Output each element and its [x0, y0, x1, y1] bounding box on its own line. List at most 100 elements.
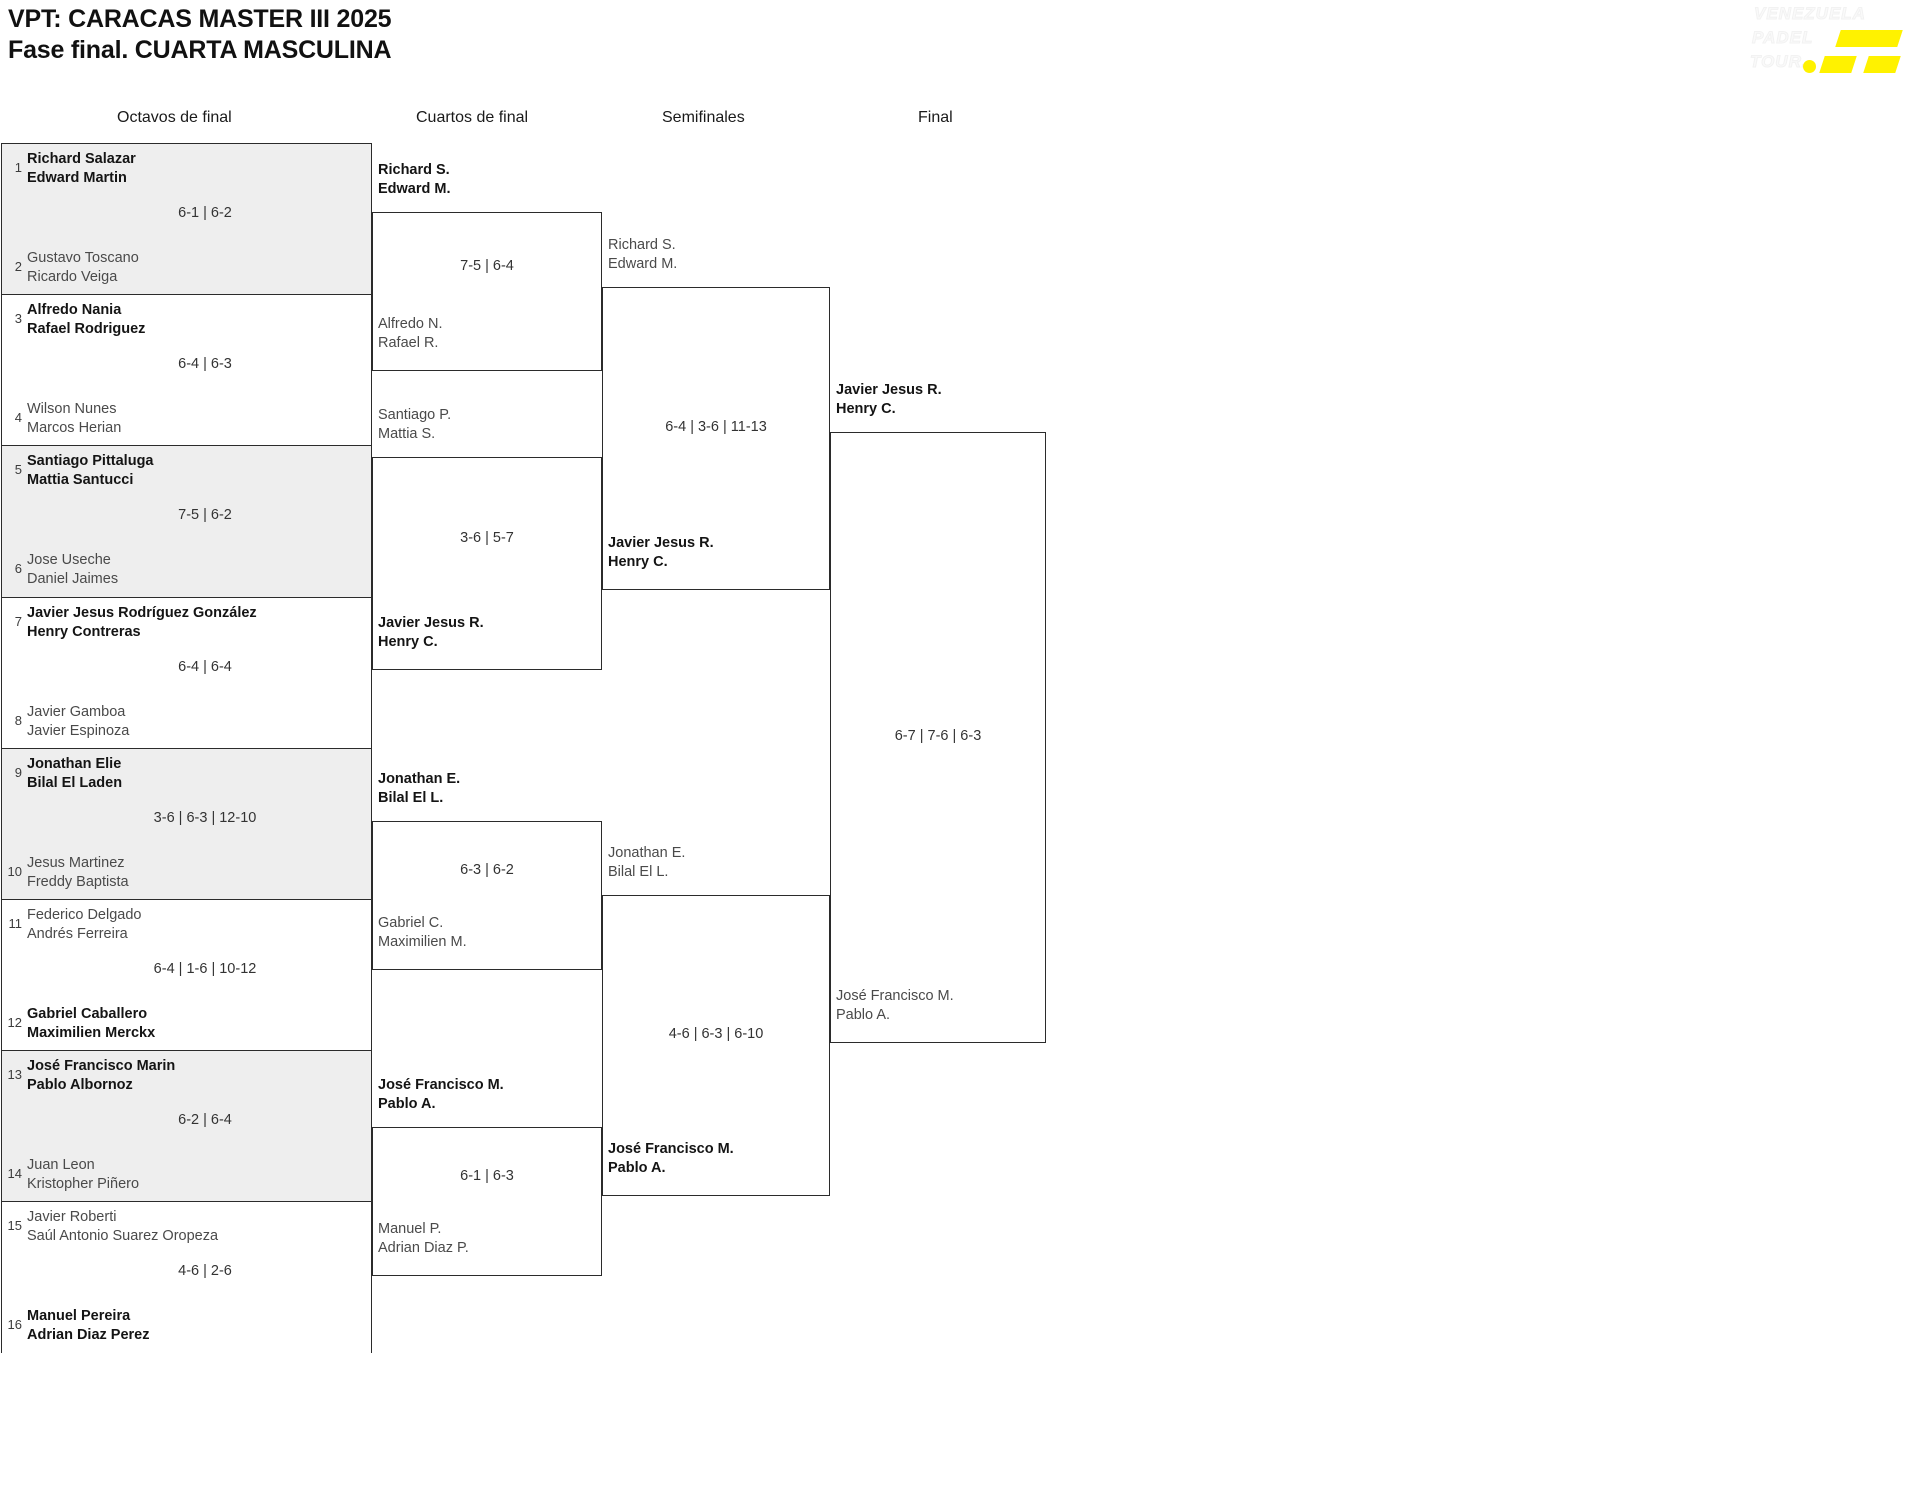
round3-match-1-bottom-team-player-1: Javier Jesus R. [608, 535, 714, 551]
round1-match-6-score: 6-4 | 1-6 | 10-12 [153, 961, 257, 977]
round2-match-3-top-team-player-2: Bilal El L. [378, 790, 444, 806]
tournament-subtitle: Fase final. CUARTA MASCULINA [8, 36, 392, 64]
round1-seed-top-6: 11 [8, 916, 23, 931]
round1-match-3-top-team-player-2: Mattia Santucci [27, 472, 134, 489]
round3-connector-box-1 [602, 287, 830, 590]
round1-match-6-top-team-player-1: Federico Delgado [27, 907, 142, 923]
round-header-octavos: Octavos de final [117, 109, 232, 126]
logo-line-padel: PADEL [1751, 28, 1814, 48]
round1-band-6 [2, 900, 371, 1052]
round1-band-7 [2, 1051, 371, 1203]
final-runnerup-team: José Francisco M.Pablo A. [836, 987, 954, 1025]
round1-match-7-score: 6-2 | 6-4 [178, 1112, 232, 1129]
round1-match-3-top-team-player-1: Santiago Pittaluga [27, 453, 154, 470]
round2-match-1-top-team: Richard S. Edward M. [378, 161, 451, 199]
round1-match-2-bottom-team-player-1: Wilson Nunes [27, 401, 117, 418]
round1-seed-bottom-7: 14 [7, 1166, 22, 1182]
round3-match-1-top-team: Richard S.Edward M. [608, 236, 677, 274]
round2-match-3-bottom-team-player-2: Maximilien M. [378, 934, 467, 950]
round3-match-2-top-team-player-1: Jonathan E. [608, 845, 686, 861]
final-champion-team-player-2: Henry C. [836, 401, 896, 417]
round1-seed-top-5: 9 [14, 764, 22, 780]
logo-bar-bottom-left-icon [1819, 56, 1857, 73]
round1-match-5-bottom-team-player-1: Jesus Martinez [27, 854, 125, 871]
round3-match-2-bottom-team-player-2: Pablo A. [608, 1160, 666, 1176]
round2-match-3-top-team-player-1: Jonathan E. [378, 771, 461, 787]
round1-seed-bottom-6: 12 [7, 1015, 22, 1030]
round1-match-5-bottom-team-player-2: Freddy Baptista [27, 873, 129, 890]
round1-seed-top-2: 3 [14, 311, 22, 327]
round2-match-4-top-team-player-1: José Francisco M. [378, 1077, 504, 1093]
round2-connector-box-2 [372, 457, 602, 670]
round1-match-7-bottom-team-player-2: Kristopher Piñero [27, 1176, 140, 1193]
round2-match-2-top-team-player-2: Mattia S. [378, 426, 436, 442]
round1-match-6-bottom-team-player-2: Maximilien Merckx [27, 1025, 156, 1041]
round2-match-1-bottom-team: Alfredo N.Rafael R. [378, 315, 442, 353]
round1-match-4-bottom-team-player-1: Javier Gamboa [27, 703, 126, 720]
round1-match-8-top-team-player-1: Javier Roberti [27, 1209, 117, 1226]
round2-match-3-bottom-team-player-1: Gabriel C. [378, 915, 444, 931]
round1-match-8-top-team-player-2: Saúl Antonio Suarez Oropeza [27, 1228, 219, 1245]
round1-match-2-bottom-team-player-2: Marcos Herian [27, 420, 122, 437]
round2-connector-box-4 [372, 1127, 602, 1276]
round1-match-3-bottom-team-player-2: Daniel Jaimes [27, 571, 119, 588]
round2-connector-box-3 [372, 821, 602, 970]
round1-band-8 [2, 1202, 371, 1354]
round3-match-1-score: 6-4 | 3-6 | 11-13 [665, 418, 767, 435]
final-champion-team-player-1: Javier Jesus R. [836, 382, 942, 398]
round2-match-4-top-team: José Francisco M. Pablo A. [378, 1076, 504, 1114]
round1-band-2 [2, 295, 371, 447]
round1-match-5-score: 3-6 | 6-3 | 12-10 [153, 809, 257, 826]
final-runnerup-team-player-1: José Francisco M. [836, 988, 954, 1004]
round1-match-7-bottom-team-player-1: Juan Leon [27, 1157, 95, 1174]
round-header-semifinales: Semifinales [662, 109, 745, 126]
logo-bar-top-icon [1835, 30, 1903, 47]
round1-match-6-bottom-team-player-1: Gabriel Caballero [27, 1006, 148, 1022]
tournament-title: VPT: CARACAS MASTER III 2025 [8, 5, 392, 33]
round2-match-4-bottom-team-player-1: Manuel P. [378, 1221, 442, 1237]
round1-match-4-bottom-team-player-2: Javier Espinoza [27, 722, 130, 739]
round3-match-1-bottom-team: Javier Jesus R.Henry C. [608, 534, 714, 572]
round1-band-5 [2, 748, 371, 900]
round1-seed-bottom-2: 4 [14, 410, 22, 426]
round1-match-8-bottom-team-player-2: Adrian Diaz Perez [27, 1327, 150, 1344]
round1-match-1-bottom-team-player-1: Gustavo Toscano [27, 250, 139, 266]
round-header-final: Final [918, 109, 953, 126]
round1-band-4 [2, 597, 371, 749]
round2-match-4-top-team-player-2: Pablo A. [378, 1096, 436, 1112]
final-score: 6-7 | 7-6 | 6-3 [894, 727, 982, 744]
round3-match-1-top-team-player-2: Edward M. [608, 256, 678, 272]
round1-band-1 [2, 144, 371, 296]
round1-match-8-bottom-team-player-1: Manuel Pereira [27, 1308, 131, 1325]
round2-match-3-bottom-team: Gabriel C. Maximilien M. [378, 914, 467, 952]
round1-match-5-top-team-player-1: Jonathan Elie [27, 755, 122, 772]
round1-column [1, 143, 372, 1354]
round1-match-4-top-team-player-2: Henry Contreras [27, 623, 141, 640]
round2-match-2-bottom-team: Javier Jesus R.Henry C. [378, 614, 484, 652]
round1-match-7-top-team-player-2: Pablo Albornoz [27, 1077, 133, 1094]
round2-match-1-top-team-player-1: Richard S. [378, 162, 450, 178]
round2-match-1-top-team-player-2: Edward M. [378, 181, 451, 197]
round1-seed-bottom-3: 6 [14, 561, 22, 577]
round1-match-1-score: 6-1 | 6-2 [178, 205, 232, 221]
round3-match-2-bottom-team: José Francisco M.Pablo A. [608, 1140, 734, 1178]
round1-match-4-score: 6-4 | 6-4 [178, 658, 232, 675]
logo-line-tour: TOUR. [1750, 52, 1808, 72]
round2-match-3-score: 6-3 | 6-2 [460, 861, 514, 878]
logo-bar-bottom-right-icon [1863, 56, 1901, 73]
round2-match-2-top-team-player-1: Santiago P. [378, 407, 452, 423]
